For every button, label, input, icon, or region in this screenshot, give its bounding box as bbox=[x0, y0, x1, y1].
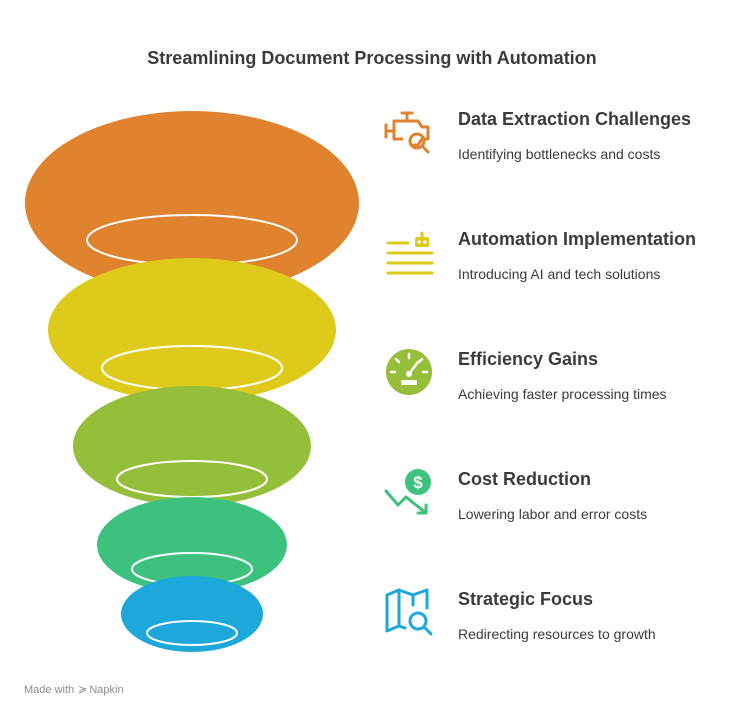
stage-item-2: Automation Implementation Introducing AI… bbox=[384, 227, 744, 297]
dollar-down-icon: $ bbox=[384, 469, 431, 515]
svg-text:$: $ bbox=[413, 473, 423, 492]
stage-description: Achieving faster processing times bbox=[458, 386, 667, 402]
stage-title: Data Extraction Challenges bbox=[458, 109, 692, 129]
made-with-credit[interactable]: Made with≽Napkin bbox=[24, 683, 124, 696]
funnel-layer-5 bbox=[121, 576, 263, 652]
funnel-layer-2 bbox=[48, 258, 336, 402]
stage-title: Cost Reduction bbox=[458, 469, 591, 489]
stage-description: Lowering labor and error costs bbox=[458, 506, 648, 522]
funnel-layer-3 bbox=[73, 386, 311, 506]
stage-description: Redirecting resources to growth bbox=[458, 626, 656, 642]
robot-list-icon bbox=[386, 231, 434, 275]
stage-item-3: Efficiency Gains Achieving faster proces… bbox=[384, 347, 744, 417]
brand-name: Napkin bbox=[89, 684, 124, 696]
map-search-icon bbox=[385, 588, 433, 636]
stage-title: Strategic Focus bbox=[458, 589, 594, 609]
stage-title: Automation Implementation bbox=[458, 229, 696, 249]
stage-description: Identifying bottlenecks and costs bbox=[458, 146, 661, 162]
stage-item-5: Strategic Focus Redirecting resources to… bbox=[384, 587, 744, 657]
stage-item-4: $ Cost Reduction Lowering labor and erro… bbox=[384, 467, 744, 537]
napkin-logo-icon: ≽ bbox=[78, 684, 88, 696]
stage-item-1: Data Extraction Challenges Identifying b… bbox=[384, 107, 744, 177]
engine-search-icon bbox=[384, 111, 430, 154]
stage-description: Introducing AI and tech solutions bbox=[458, 266, 661, 282]
stage-title: Efficiency Gains bbox=[458, 349, 599, 369]
diagram-title: Streamlining Document Processing with Au… bbox=[147, 48, 597, 68]
speedometer-icon bbox=[386, 349, 432, 395]
made-with-label: Made with bbox=[24, 684, 75, 696]
